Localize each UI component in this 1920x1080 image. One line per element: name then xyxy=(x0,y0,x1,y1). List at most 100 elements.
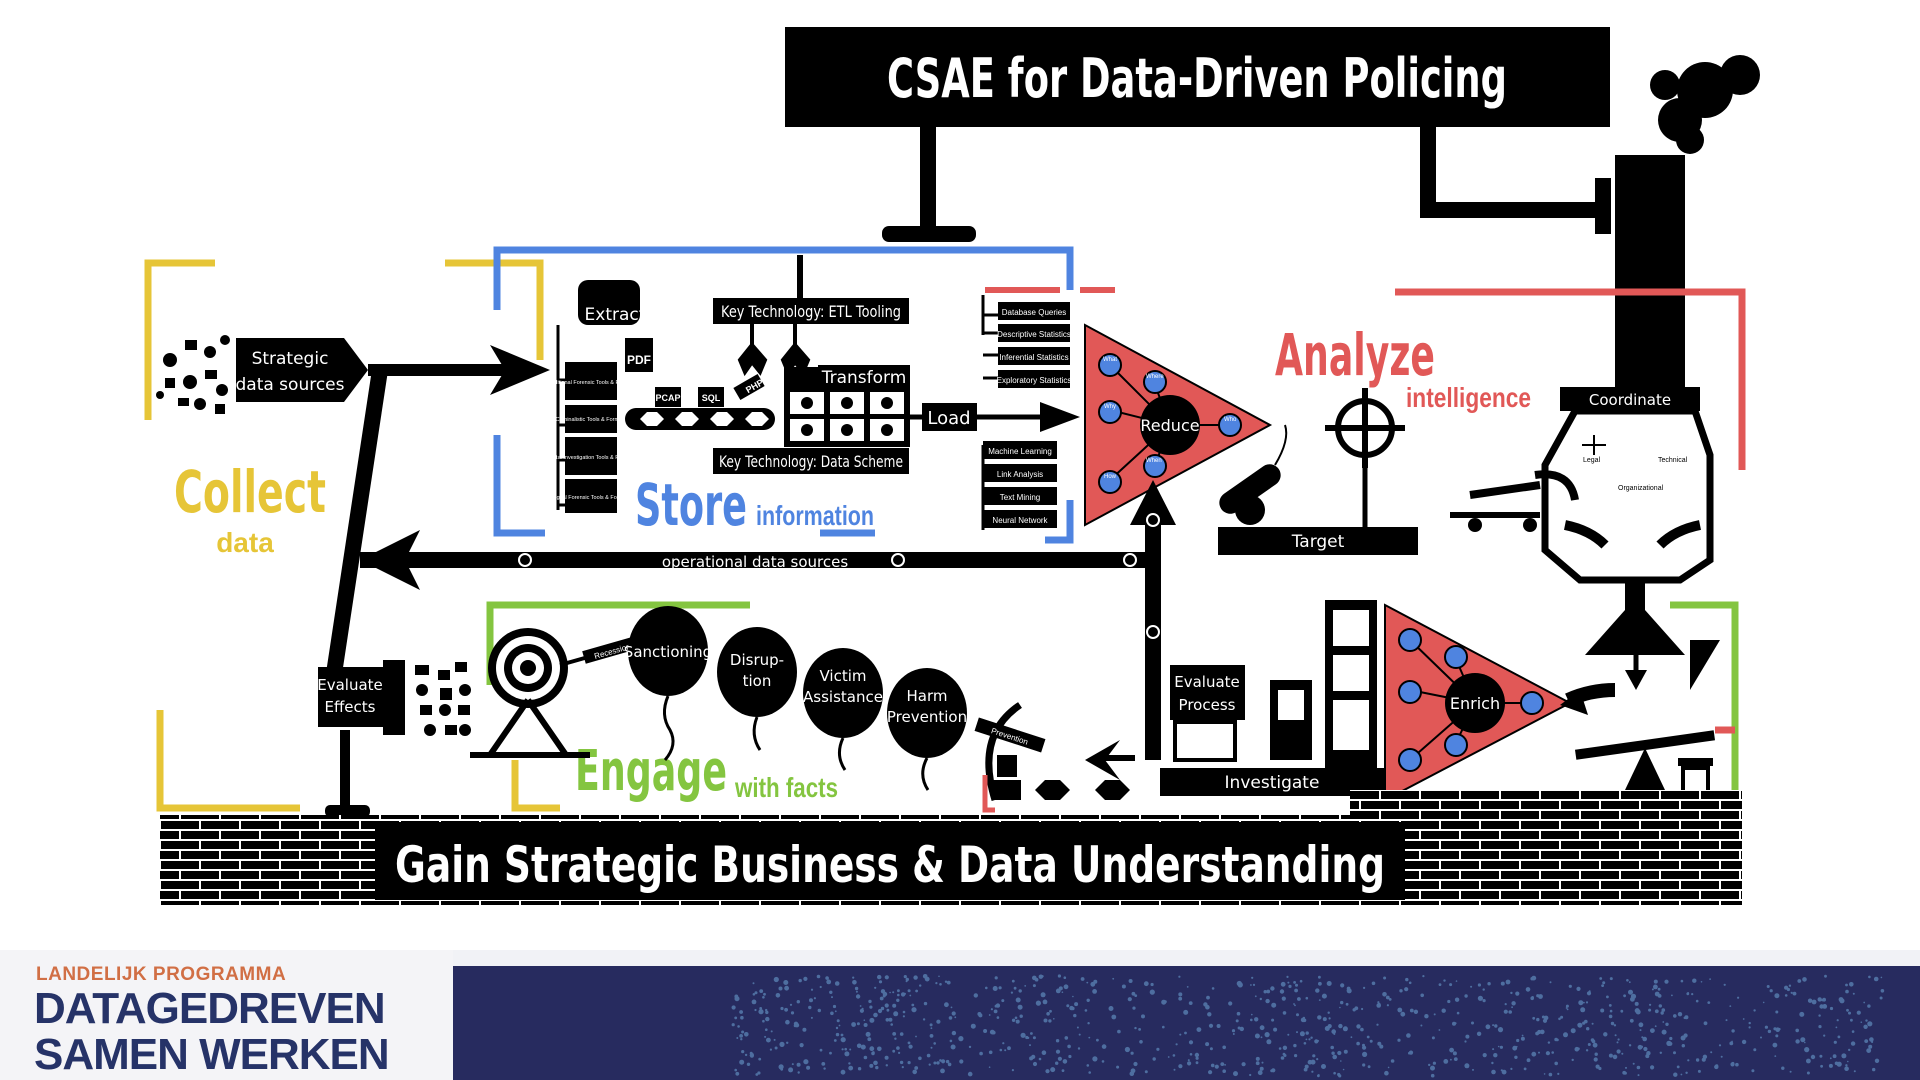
collect-word: Collect xyxy=(174,458,326,526)
extract-item-1: Criminalistic Tools & Formats xyxy=(556,417,627,423)
analyze-frame xyxy=(1395,288,1746,470)
catapult-icon xyxy=(1450,470,1579,532)
load-label: Load xyxy=(927,408,970,429)
coordinate-box xyxy=(1560,387,1700,411)
hopper xyxy=(1541,407,1714,584)
data-source-icons xyxy=(156,335,230,414)
enrich-label: Enrich xyxy=(1450,694,1500,713)
balloon-victim-2: Assistance xyxy=(803,688,883,706)
extract-item-0: Traditional Forensic Tools & Formats xyxy=(546,380,636,386)
evaluate-process-1: Evaluate xyxy=(1174,673,1240,691)
node-where: Where xyxy=(1146,374,1164,380)
store-word: Store xyxy=(635,471,747,539)
node-who: Who xyxy=(1224,417,1237,423)
title-box xyxy=(785,27,1610,127)
program-name-line2: SAMEN WERKEN xyxy=(34,1030,390,1079)
conveyor-belt: PCAP SQL xyxy=(625,387,775,430)
program-name-line1: DATAGEDREVEN xyxy=(34,984,386,1033)
collect-sub: data xyxy=(216,527,274,558)
program-subtitle: LANDELIJK PROGRAMMA xyxy=(36,964,287,985)
node-why: Why xyxy=(1104,404,1116,410)
store-frame xyxy=(493,246,1074,544)
scales-icon xyxy=(1582,435,1606,455)
transform-label: Transform xyxy=(821,368,907,388)
evaluate-process-2: Process xyxy=(1179,696,1236,714)
page-title: CSAE for Data-Driven Policing xyxy=(887,47,1507,110)
node-what: What xyxy=(1103,357,1117,363)
method-link: Link Analysis xyxy=(997,470,1043,479)
load-box xyxy=(922,403,977,431)
balloon-disruption-2: tion xyxy=(743,672,772,690)
extract-device xyxy=(578,280,640,325)
evaluate-effects-1: Evaluate xyxy=(317,676,383,694)
evaluation-icons xyxy=(415,662,471,736)
extract-label: Extract xyxy=(585,305,646,325)
sql-tag: SQL xyxy=(702,393,721,403)
node-how: How xyxy=(1104,474,1117,480)
enrich-core xyxy=(1445,673,1505,733)
target-label: Target xyxy=(1291,532,1345,552)
investigate-box[interactable] xyxy=(1160,768,1385,796)
balloon-harm-2: Prevention xyxy=(887,708,967,726)
bottom-banner: Gain Strategic Business & Data Understan… xyxy=(395,836,1385,894)
footer: LANDELIJK PROGRAMMA DATAGEDREVEN SAMEN W… xyxy=(0,950,1920,1080)
sources-label-1: Strategic xyxy=(252,349,329,369)
php-tag: PHP xyxy=(744,377,765,395)
analyze-sub: intelligence xyxy=(1406,382,1531,413)
key-tech-scheme xyxy=(713,448,909,474)
engage-word: Engage xyxy=(575,739,727,804)
method-inferential: Inferential Statistics xyxy=(999,353,1068,362)
extract-list: Traditional Forensic Tools & Formats Cri… xyxy=(546,362,636,513)
operational-label: operational data sources xyxy=(662,553,849,571)
extract-item-3: Digital Forensic Tools & Formats xyxy=(551,495,630,501)
balloon-sanctioning: Sanctioning xyxy=(624,643,712,661)
balloon-victim-1: Victim xyxy=(819,667,866,685)
funnel xyxy=(1585,580,1685,655)
coordinate-technical: Technical xyxy=(1658,457,1688,464)
engage-sub: with facts xyxy=(734,772,838,803)
smoke-icon xyxy=(1650,55,1760,154)
reduce-core xyxy=(1140,395,1200,455)
coordinate-label: Coordinate xyxy=(1589,391,1671,409)
machines xyxy=(1270,600,1377,768)
balloon-harm-1: Harm xyxy=(907,687,948,705)
pcap-tag: PCAP xyxy=(655,393,680,403)
method-db-queries: Database Queries xyxy=(1002,308,1066,317)
crosshair-icon xyxy=(1325,388,1405,468)
analysis-methods: Database Queries Descriptive Statistics … xyxy=(981,287,1115,530)
collect-frame xyxy=(144,259,560,812)
extract-item-2: Digital Investigation Tools & Formats xyxy=(547,455,636,461)
coordinate-organizational: Organizational xyxy=(1618,485,1664,492)
cannon-icon xyxy=(1219,424,1288,525)
balloons: Sanctioning Disrup- tion Victim Assistan… xyxy=(624,606,967,791)
investigate-label: Investigate xyxy=(1225,773,1320,793)
method-ml: Machine Learning xyxy=(988,447,1052,456)
key-tech-scheme-label: Key Technology: Data Scheme xyxy=(719,452,903,471)
bottom-banner-box xyxy=(375,822,1405,900)
method-nn: Neural Network xyxy=(992,516,1048,525)
key-tech-etl xyxy=(713,298,909,324)
balloon-disruption-1: Disrup- xyxy=(730,651,784,669)
node-when: When xyxy=(1146,458,1162,464)
evaluate-effects-box[interactable] xyxy=(318,667,383,727)
method-descriptive: Descriptive Statistics xyxy=(997,330,1071,339)
chimney xyxy=(1615,155,1685,395)
footer-banner-image xyxy=(453,966,1920,1080)
seesaw-icon xyxy=(1574,640,1720,790)
sources-label-2: data sources xyxy=(235,375,344,395)
method-exploratory: Exploratory Statistics xyxy=(997,376,1072,385)
strategic-data-sources-box[interactable] xyxy=(236,338,344,402)
coordinate-legal: Legal xyxy=(1583,457,1601,464)
target-icon xyxy=(470,628,590,758)
program-logo: LANDELIJK PROGRAMMA DATAGEDREVEN SAMEN W… xyxy=(0,950,453,1080)
evaluate-effects-2: Effects xyxy=(325,698,376,716)
reduce-label: Reduce xyxy=(1140,416,1199,435)
wheels xyxy=(1035,780,1130,800)
store-sub: information xyxy=(756,500,874,531)
evaluate-process-box[interactable] xyxy=(1170,665,1245,720)
analyze-word: Analyze xyxy=(1275,321,1435,389)
key-tech-etl-label: Key Technology: ETL Tooling xyxy=(721,302,901,321)
method-text: Text Mining xyxy=(1000,493,1040,502)
prevention-bow-icon: Prevention xyxy=(974,702,1046,813)
